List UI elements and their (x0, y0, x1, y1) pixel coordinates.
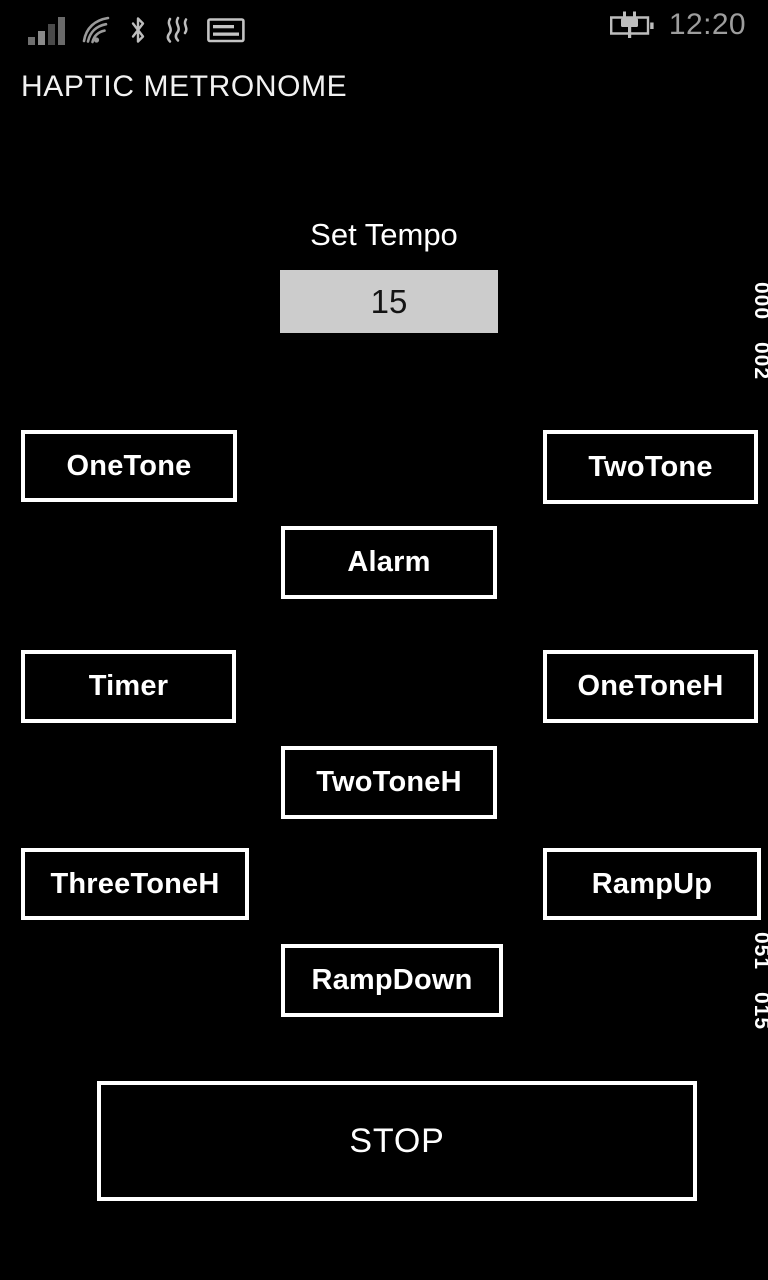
onetone-button[interactable]: OneTone (21, 430, 237, 502)
status-bar-left-icons (28, 11, 245, 45)
wifi-icon (81, 15, 112, 45)
page-title: HAPTIC METRONOME (21, 70, 348, 103)
rampup-button[interactable]: RampUp (543, 848, 761, 920)
edge-tick-value-4: 015 (750, 992, 768, 1031)
onetoneh-button[interactable]: OneToneH (543, 650, 758, 723)
vibration-icon (164, 15, 191, 45)
edge-tick-value-2: 002 (750, 342, 768, 381)
tempo-input[interactable] (280, 270, 498, 333)
rampdown-button[interactable]: RampDown (281, 944, 503, 1017)
threetoneh-button[interactable]: ThreeToneH (21, 848, 249, 920)
set-tempo-label: Set Tempo (310, 217, 458, 252)
status-bar-clock: 12:20 (668, 8, 746, 41)
timer-button[interactable]: Timer (21, 650, 236, 723)
twotoneh-button[interactable]: TwoToneH (281, 746, 497, 819)
status-bar-right: 12:20 (609, 10, 746, 40)
edge-tick-value-1: 000 (750, 282, 768, 321)
bluetooth-icon (128, 15, 148, 45)
alarm-button[interactable]: Alarm (281, 526, 497, 599)
cellular-signal-icon (28, 17, 65, 45)
status-bar: 12:20 (0, 0, 768, 58)
sim-card-icon (207, 15, 245, 45)
edge-tick-value-3: 051 (750, 932, 768, 971)
battery-charging-icon (609, 10, 655, 40)
twotone-button[interactable]: TwoTone (543, 430, 758, 504)
stop-button[interactable]: STOP (97, 1081, 697, 1201)
